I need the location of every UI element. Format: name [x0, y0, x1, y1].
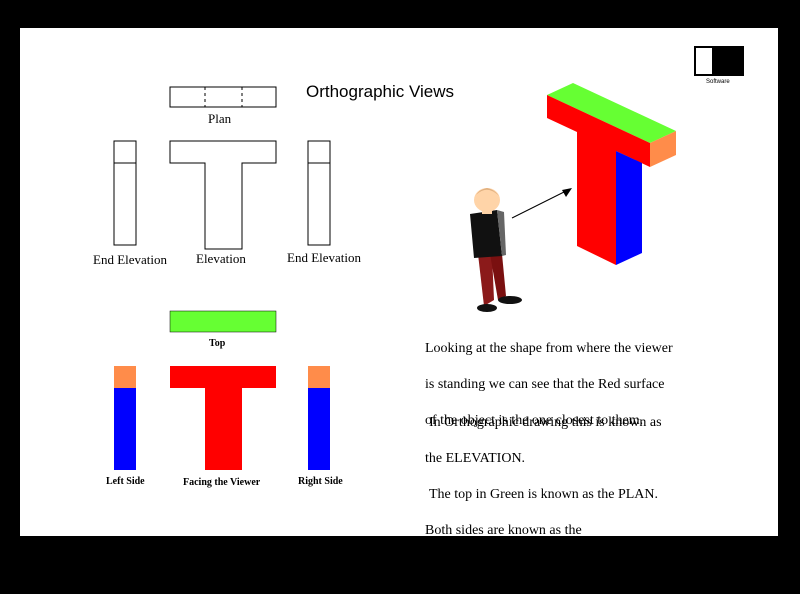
elevation-outline	[169, 140, 277, 250]
top-view-green	[169, 310, 277, 333]
paragraph2-line3: The top in Green is known as the PLAN.	[429, 487, 659, 502]
right-side-view	[308, 366, 330, 470]
plan-label: Plan	[208, 111, 232, 126]
logo	[694, 46, 744, 76]
paragraph1-line3: of the object is the one closest to them…	[425, 413, 644, 428]
paragraph2-line4: Both sides are known as the	[425, 523, 582, 538]
left-side-label: Left Side	[106, 476, 145, 487]
isometric-t-shape	[547, 83, 676, 265]
orthographic-drawing	[113, 83, 676, 470]
facing-viewer-label: Facing the Viewer	[183, 477, 261, 488]
left-side-view	[114, 366, 136, 470]
right-side-label: Right Side	[298, 476, 343, 487]
end-elevation-right-outline	[307, 140, 331, 246]
end-elevation-right-label: End Elevation	[287, 250, 362, 265]
end-elevation-left-label: End Elevation	[93, 252, 168, 267]
facing-viewer-view	[170, 366, 276, 470]
paragraph1-line1: Looking at the shape from where the view…	[425, 341, 673, 356]
paragraph2-line5: END ELEVATION.	[425, 559, 537, 574]
elevation-label: Elevation	[196, 251, 246, 266]
plan-outline	[169, 86, 277, 108]
paragraph2-line2: the ELEVATION.	[425, 451, 526, 466]
top-label: Top	[209, 338, 226, 349]
page-title: Orthographic Views	[306, 82, 455, 101]
explanation-paragraph-1: Looking at the shape from where the view…	[425, 322, 673, 448]
explanation-paragraph-2: In Orthographic drawing this is known as…	[425, 396, 662, 594]
paragraph2-line1: In Orthographic drawing this is known as	[429, 415, 662, 430]
slide-canvas	[20, 28, 778, 536]
logo-caption: Software	[706, 79, 730, 85]
viewer-figure	[470, 188, 522, 312]
view-direction-arrow	[511, 188, 572, 219]
end-elevation-left-outline	[113, 140, 137, 246]
paragraph1-line2: is standing we can see that the Red surf…	[425, 377, 665, 392]
